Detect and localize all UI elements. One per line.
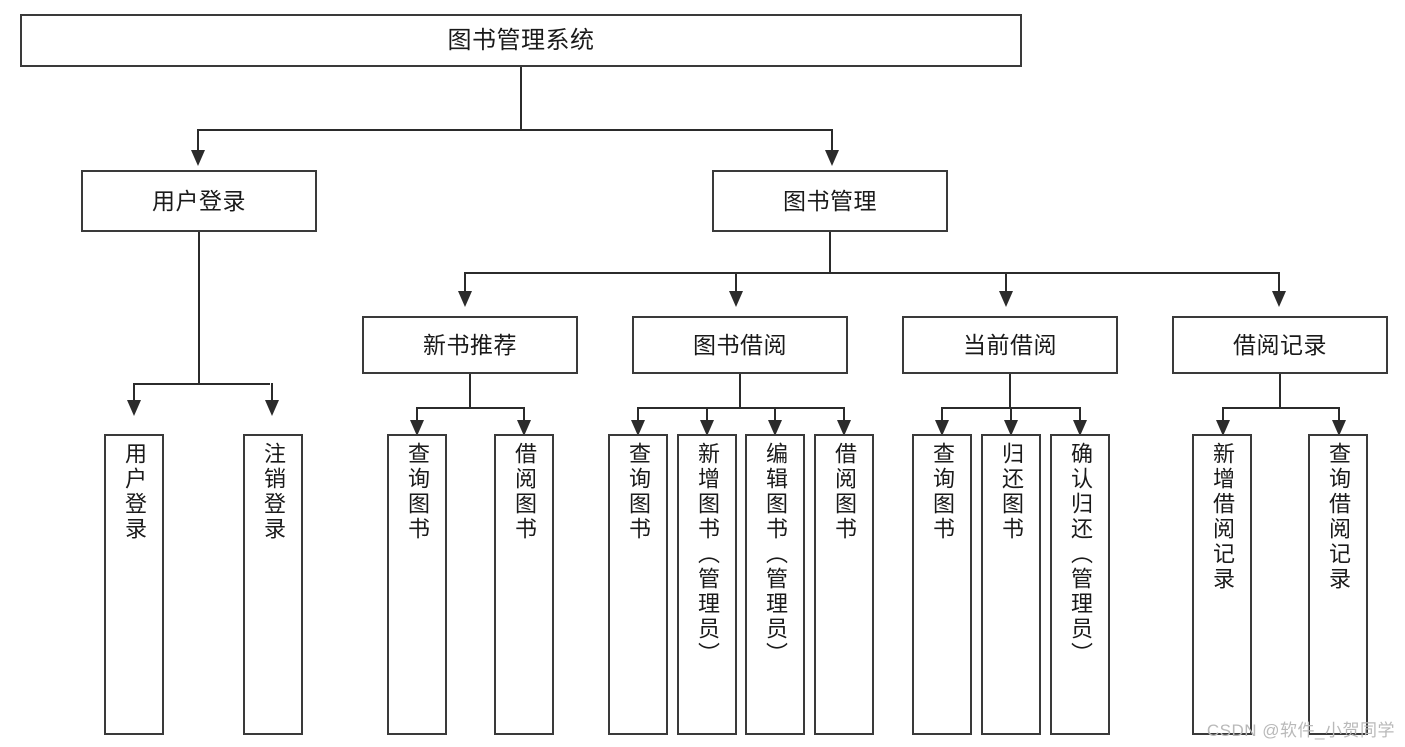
arrow-to-leaf-borrow-book-1 — [517, 420, 531, 436]
connector-user-login-bus — [133, 383, 270, 385]
arrow-to-borrow-record — [1272, 291, 1286, 307]
connector-user-login-stem — [198, 232, 200, 383]
arrow-to-leaf-add-book — [700, 420, 714, 436]
node-label: 当前借阅 — [963, 331, 1057, 358]
leaf-query-book-new[interactable]: 查询图书 — [387, 434, 447, 735]
node-label: 借阅图书 — [832, 442, 857, 542]
leaf-add-borrow-record[interactable]: 新增借阅记录 — [1192, 434, 1252, 735]
connector-borrow-record-bus — [1222, 407, 1339, 409]
node-borrow-record[interactable]: 借阅记录 — [1172, 316, 1388, 374]
leaf-logout[interactable]: 注销登录 — [243, 434, 303, 735]
leaf-add-book-admin[interactable]: 新增图书（管理员） — [677, 434, 737, 735]
arrow-to-leaf-return-book — [1004, 420, 1018, 436]
connector-new-book-bus — [416, 407, 524, 409]
leaf-confirm-return-admin[interactable]: 确认归还（管理员） — [1050, 434, 1110, 735]
node-label: 编辑图书（管理员） — [763, 442, 788, 667]
connector-current-borrow-stem — [1009, 374, 1011, 407]
arrow-to-leaf-query-book-2 — [631, 420, 645, 436]
arrow-to-new-book-recommend — [458, 291, 472, 307]
connector-root-bus — [197, 129, 833, 131]
connector-book-borrow-c1 — [637, 407, 639, 421]
node-label: 图书管理系统 — [447, 26, 595, 54]
node-label: 查询借阅记录 — [1326, 442, 1351, 592]
arrow-to-leaf-borrow-book-2 — [837, 420, 851, 436]
node-user-login[interactable]: 用户登录 — [81, 170, 317, 232]
leaf-borrow-book[interactable]: 借阅图书 — [814, 434, 874, 735]
connector-book-mgmt-bus — [464, 272, 1278, 274]
arrow-to-leaf-confirm-return — [1073, 420, 1087, 436]
node-label: 查询图书 — [930, 442, 955, 542]
arrow-to-leaf-logout — [265, 400, 279, 416]
arrow-to-leaf-edit-book — [768, 420, 782, 436]
node-label: 借阅图书 — [512, 442, 537, 542]
connector-book-borrow-c2 — [706, 407, 708, 421]
leaf-edit-book-admin[interactable]: 编辑图书（管理员） — [745, 434, 805, 735]
connector-book-borrow-bus — [637, 407, 844, 409]
connector-root-stem — [520, 67, 522, 129]
connector-user-login-right — [271, 383, 273, 401]
connector-borrow-record-stem — [1279, 374, 1281, 407]
node-current-borrow[interactable]: 当前借阅 — [902, 316, 1118, 374]
leaf-query-borrow-record[interactable]: 查询借阅记录 — [1308, 434, 1368, 735]
node-label: 查询图书 — [405, 442, 430, 542]
arrow-to-leaf-user-login — [127, 400, 141, 416]
connector-to-book-borrow — [735, 272, 737, 292]
arrow-to-leaf-query-book-1 — [410, 420, 424, 436]
node-label: 图书借阅 — [693, 331, 787, 358]
arrow-to-book-mgmt — [825, 150, 839, 166]
leaf-user-login[interactable]: 用户登录 — [104, 434, 164, 735]
node-label: 新书推荐 — [423, 331, 517, 358]
node-label: 新增借阅记录 — [1210, 442, 1235, 592]
node-label: 注销登录 — [261, 442, 286, 542]
watermark-text: CSDN @软件_小贺同学 — [1206, 721, 1395, 740]
node-label: 归还图书 — [999, 442, 1024, 542]
connector-current-borrow-c2 — [1010, 407, 1012, 421]
node-new-book-recommend[interactable]: 新书推荐 — [362, 316, 578, 374]
connector-new-book-c2 — [523, 407, 525, 421]
connector-book-borrow-c4 — [843, 407, 845, 421]
connector-to-current-borrow — [1005, 272, 1007, 292]
connector-borrow-record-c2 — [1338, 407, 1340, 421]
leaf-query-book-current[interactable]: 查询图书 — [912, 434, 972, 735]
leaf-query-book-borrow[interactable]: 查询图书 — [608, 434, 668, 735]
connector-to-new-book — [464, 272, 466, 292]
arrow-to-book-borrow — [729, 291, 743, 307]
node-book-borrow[interactable]: 图书借阅 — [632, 316, 848, 374]
arrow-to-current-borrow — [999, 291, 1013, 307]
arrow-to-user-login — [191, 150, 205, 166]
arrow-to-leaf-query-record — [1332, 420, 1346, 436]
leaf-return-book[interactable]: 归还图书 — [981, 434, 1041, 735]
connector-root-to-user-login — [197, 129, 199, 151]
node-label: 图书管理 — [783, 187, 877, 214]
connector-book-borrow-c3 — [774, 407, 776, 421]
node-root-system[interactable]: 图书管理系统 — [20, 14, 1022, 67]
connector-current-borrow-c1 — [941, 407, 943, 421]
node-label: 新增图书（管理员） — [695, 442, 720, 667]
connector-book-borrow-stem — [739, 374, 741, 407]
connector-current-borrow-c3 — [1079, 407, 1081, 421]
node-label: 查询图书 — [626, 442, 651, 542]
connector-new-book-stem — [469, 374, 471, 407]
connector-root-to-book-mgmt — [831, 129, 833, 151]
leaf-borrow-book-new[interactable]: 借阅图书 — [494, 434, 554, 735]
connector-to-borrow-record — [1278, 272, 1280, 292]
node-label: 确认归还（管理员） — [1068, 442, 1093, 667]
connector-new-book-c1 — [416, 407, 418, 421]
connector-borrow-record-c1 — [1222, 407, 1224, 421]
arrow-to-leaf-query-book-3 — [935, 420, 949, 436]
arrow-to-leaf-add-record — [1216, 420, 1230, 436]
connector-user-login-left — [133, 383, 135, 401]
connector-book-mgmt-stem — [829, 232, 831, 272]
node-label: 借阅记录 — [1233, 331, 1327, 358]
node-label: 用户登录 — [122, 442, 147, 542]
node-book-management[interactable]: 图书管理 — [712, 170, 948, 232]
node-label: 用户登录 — [152, 187, 246, 214]
